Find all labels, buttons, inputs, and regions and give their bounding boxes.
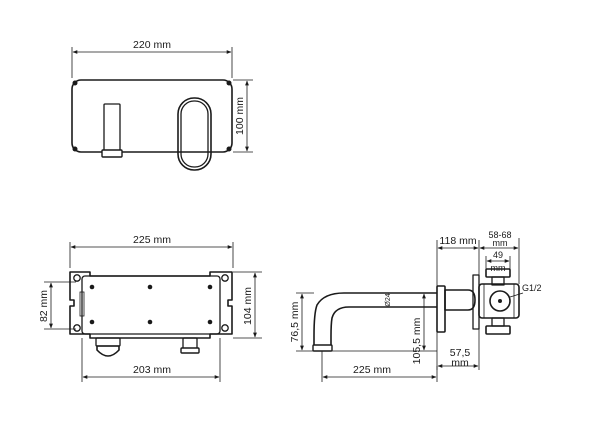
mixing-box <box>472 268 520 335</box>
spout-tip <box>312 344 333 352</box>
bottom-connectors <box>95 337 200 357</box>
front-width-dimension: 225 mm <box>69 234 234 268</box>
mount-dot <box>72 146 78 152</box>
outlet-height-label: 105,5 mm <box>411 317 423 364</box>
front-bottom-dimension: 203 mm <box>81 338 221 382</box>
ear-hole <box>73 274 81 282</box>
depth-dimension: 118 mm <box>436 235 480 286</box>
top-height-label: 100 mm <box>234 97 246 135</box>
cover-plate-outline <box>71 79 233 153</box>
screw-dot <box>89 319 95 325</box>
front-right-height-label: 104 mm <box>242 287 254 325</box>
spout-front <box>101 103 123 158</box>
thread-label: G1/2 <box>522 283 542 293</box>
top-view: 220 mm 100 mm <box>71 39 253 171</box>
range-label-2: mm <box>493 238 508 248</box>
ear-hole <box>221 324 229 332</box>
body-label-2: mm <box>491 263 506 273</box>
cover-label-1: 57,5 <box>450 347 471 359</box>
screw-dot <box>89 284 95 290</box>
top-width-label: 220 mm <box>133 39 171 51</box>
screw-dot <box>207 319 213 325</box>
front-right-height-dimension: 104 mm <box>233 271 262 339</box>
mounting-box-frame <box>69 271 233 339</box>
front-left-height-dimension: 82 mm <box>38 281 76 330</box>
body-label-1: 49 <box>493 250 503 260</box>
side-slot <box>79 291 85 317</box>
reach-dimension: 225 mm <box>321 351 438 382</box>
spout-outer-curve <box>313 292 437 347</box>
mounting-box-panel <box>81 275 221 335</box>
wall-cover-plate <box>436 285 446 333</box>
spout-inner-curve <box>330 306 437 347</box>
cover-dimension: 57,5 mm <box>436 329 480 370</box>
top-width-dimension: 220 mm <box>71 39 233 78</box>
side-view: G1/2 118 mm 58-68 mm 49 mm Ø24 <box>289 230 542 382</box>
screw-dot <box>147 319 153 325</box>
range-dimension: 58-68 mm <box>479 230 520 284</box>
front-bottom-label: 203 mm <box>133 364 171 376</box>
screw-dot <box>147 284 153 290</box>
handle-front <box>177 97 212 171</box>
thread-leader <box>509 292 524 298</box>
ear-hole <box>73 324 81 332</box>
depth-label: 118 mm <box>439 235 476 247</box>
spout-height-label: 76,5 mm <box>289 301 301 342</box>
mount-dot <box>72 80 78 86</box>
top-height-dimension: 100 mm <box>233 79 253 153</box>
ear-hole <box>221 274 229 282</box>
front-width-label: 225 mm <box>133 234 171 246</box>
screw-dot <box>207 284 213 290</box>
reach-label: 225 mm <box>353 364 391 376</box>
mount-dot <box>226 146 232 152</box>
mount-dot <box>226 80 232 86</box>
diameter-label: Ø24 <box>385 293 392 306</box>
spout-height-dimension: 76,5 mm <box>289 292 314 352</box>
front-left-height-label: 82 mm <box>38 290 50 322</box>
body-dimension: 49 mm <box>485 250 511 273</box>
cover-label-2: mm <box>451 357 469 369</box>
handle-side <box>444 289 476 311</box>
outlet-height-dimension: 105,5 mm <box>332 292 437 364</box>
front-view: 225 mm 82 mm <box>38 234 262 382</box>
range-label-1: 58-68 <box>488 230 511 240</box>
